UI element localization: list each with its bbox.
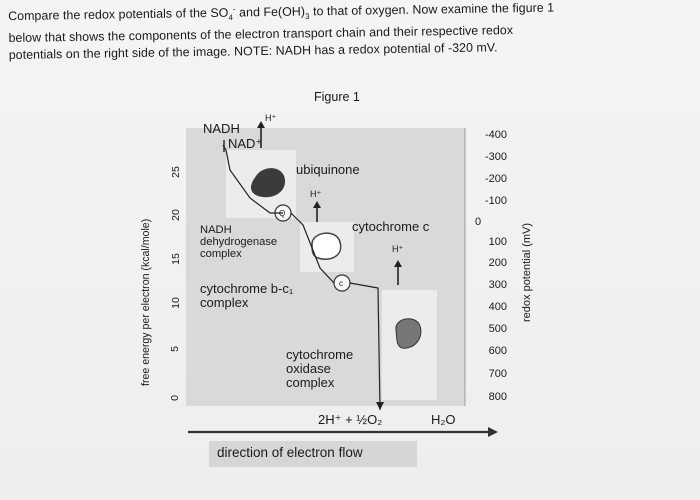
right-tick: 500: [488, 323, 507, 335]
cyt-bc1-line-1: cytochrome b-c₁: [200, 281, 294, 296]
right-tick: 600: [488, 345, 507, 357]
right-tick: -200: [484, 173, 507, 185]
electron-arrowhead: [376, 402, 384, 410]
left-tick-15: 15: [169, 253, 182, 265]
cyt-oxidase-line-3: complex: [286, 375, 335, 390]
left-tick-5: 5: [168, 346, 181, 352]
right-tick: -400: [484, 129, 507, 141]
cyt-bc1-line-2: complex: [200, 295, 249, 310]
nadh-dehydrogenase-blob: [251, 168, 286, 198]
cytochrome-c-label: cytochrome c: [352, 219, 430, 234]
cyt-oxidase-line-1: cytochrome: [286, 347, 354, 362]
right-tick: 800: [488, 391, 507, 403]
electron-path-2: [290, 212, 335, 284]
nadh-dehydrogenase-line-2: dehydrogenase: [200, 236, 278, 248]
h-plus-label-3: H⁺: [392, 244, 404, 254]
nadh-dehydrogenase-line-3: complex: [200, 248, 242, 260]
cyt-oxidase-line-2: oxidase: [286, 361, 331, 376]
right-tick: 700: [488, 368, 507, 380]
right-axis-label: redox potential (mV): [521, 222, 533, 322]
electron-path: [222, 144, 283, 214]
left-tick-0: 0: [168, 395, 181, 401]
right-tick: 100: [488, 236, 507, 248]
right-tick: 200: [488, 257, 507, 269]
right-tick: -100: [484, 195, 507, 207]
electron-path-3: [349, 282, 381, 411]
nadh-dehydrogenase-line-1: NADH: [200, 224, 232, 236]
ubiquinone-label: ubiquinone: [296, 162, 360, 177]
left-axis-label: free energy per electron (kcal/mole): [140, 218, 152, 386]
right-tick: 400: [488, 301, 507, 313]
cyt-bc1-blob: [311, 232, 342, 260]
q-label: Q: [279, 209, 286, 218]
c-label: c: [339, 279, 343, 288]
direction-box: [209, 441, 417, 467]
left-tick-25: 25: [169, 166, 182, 178]
nad-label: NAD⁺: [228, 136, 263, 151]
h-plus-label-2: H⁺: [310, 189, 322, 199]
left-tick-10: 10: [169, 297, 182, 309]
water-label: H₂O: [431, 412, 456, 427]
cyt-oxidase-blob: [395, 318, 422, 349]
nadh-label: NADH: [203, 121, 240, 136]
reaction-label: 2H⁺ + ½O₂: [318, 412, 383, 427]
right-tick: -300: [484, 151, 507, 163]
direction-label: direction of electron flow: [217, 445, 363, 460]
right-tick: 300: [488, 279, 507, 291]
left-tick-20: 20: [169, 209, 182, 221]
figure-title: Figure 1: [314, 90, 360, 104]
h-plus-label-1: H⁺: [265, 113, 277, 123]
right-tick: 0: [475, 216, 482, 228]
